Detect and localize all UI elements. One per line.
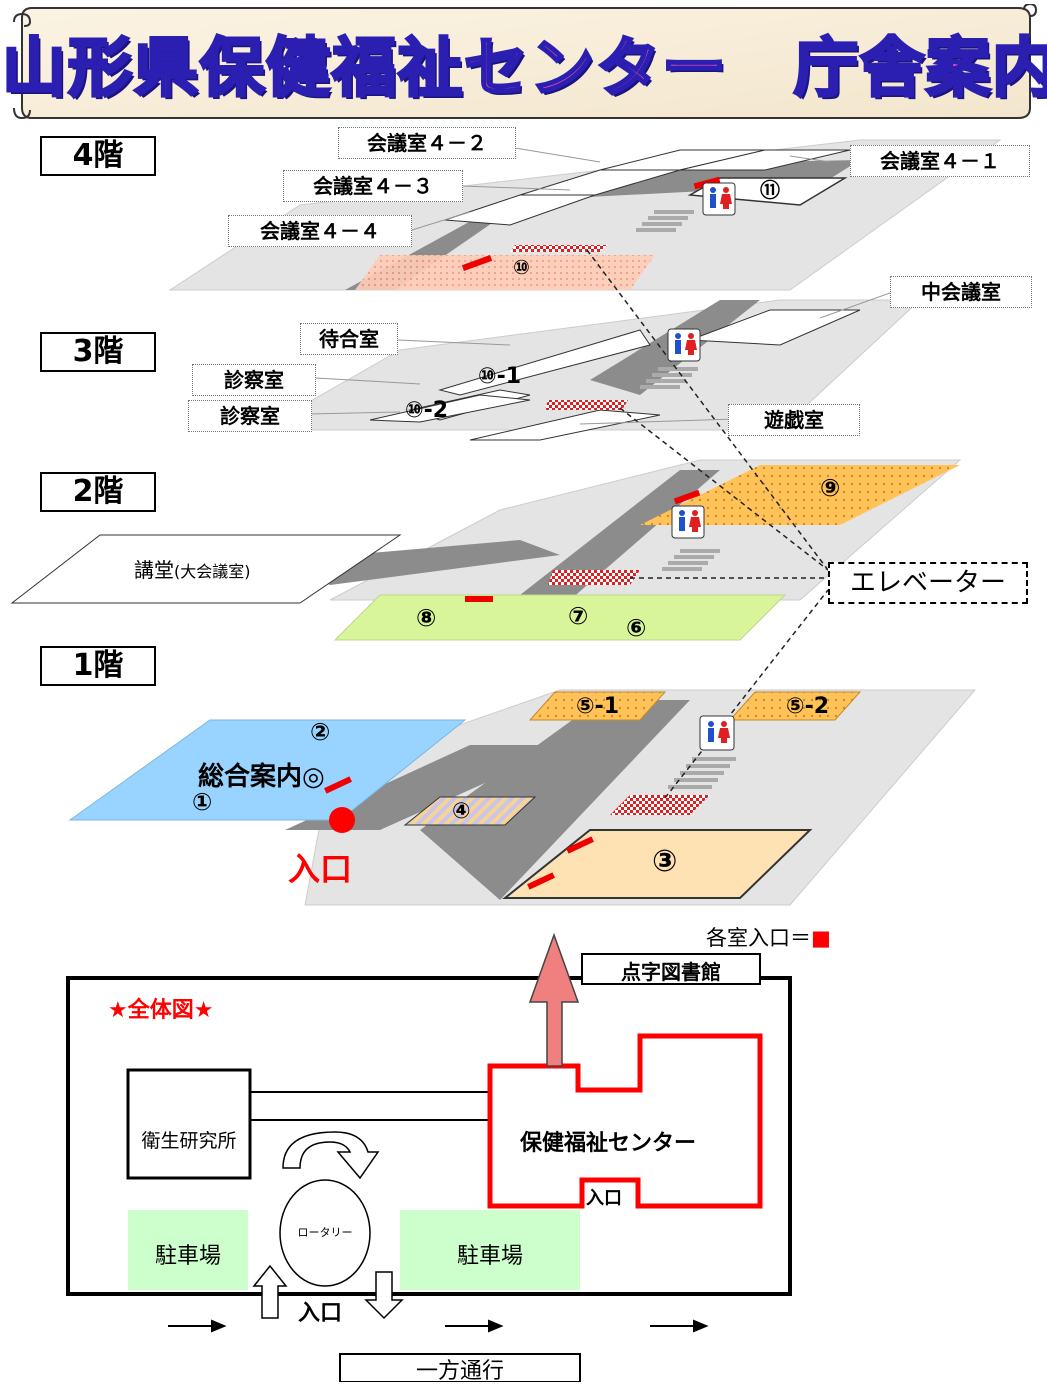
- elevator-connectors: [586, 249, 829, 799]
- room-number-10-2: ⑩-2: [405, 398, 449, 423]
- room-number-9: ⑨: [820, 474, 841, 502]
- room-label-shinsatsu-2: 診察室: [188, 400, 312, 432]
- restroom-icon-4f: [702, 182, 736, 216]
- room-number-10-1: ⑩-1: [478, 364, 522, 389]
- floor-4f-plan: [168, 139, 1002, 291]
- restroom-icon-1f: [699, 715, 735, 751]
- entrance-legend: 各室入口＝■: [706, 922, 831, 952]
- room-label-shinsatsu-1: 診察室: [192, 364, 316, 396]
- gate-entrance-label: 入口: [298, 1301, 343, 1326]
- room-label-kodo: 講堂(大会議室): [134, 554, 251, 583]
- room-number-8: ⑧: [416, 604, 437, 632]
- kodo-subtitle: (大会議室): [174, 562, 251, 581]
- rotary-label: ロータリー: [297, 1226, 353, 1239]
- room-label-sogo-annai: 総合案内◎: [198, 762, 325, 792]
- label-leaders: [309, 147, 891, 425]
- room-label-kaigi-4-2: 会議室４－２: [338, 127, 516, 159]
- floor-label-2f: 2階: [40, 472, 156, 512]
- room-label-yugi: 遊戯室: [728, 404, 860, 436]
- room-number-2: ②: [310, 718, 331, 746]
- room-label-naka-kaigi: 中会議室: [890, 276, 1032, 308]
- room-number-7: ⑦: [568, 602, 589, 630]
- room-number-10: ⑩: [513, 255, 530, 279]
- kodo-name: 講堂: [134, 558, 174, 582]
- room-number-11: ⑪: [760, 178, 780, 202]
- entrance-dot: [329, 807, 355, 833]
- tenji-library-label: 点字図書館: [621, 960, 721, 984]
- restroom-icon-3f: [667, 328, 701, 362]
- floor-label-1f: 1階: [40, 646, 156, 686]
- room-label-kaigi-4-3: 会議室４－３: [283, 170, 463, 202]
- floor-3f-plan: [258, 299, 922, 441]
- floor-2f-plan: [10, 459, 962, 641]
- legend-marker: ■: [811, 926, 831, 950]
- restroom-icon-2f: [671, 505, 705, 539]
- overview-title: ★全体図★: [108, 998, 214, 1023]
- room-number-3: ③: [652, 844, 678, 879]
- room-number-5-2: ⑤-2: [786, 694, 830, 719]
- parking-left-label: 駐車場: [154, 1244, 221, 1269]
- floor-label-3f: 3階: [40, 332, 156, 372]
- page-title: 山形県保健福祉センター 庁舎案内: [1, 31, 1047, 108]
- room-number-1: ①: [192, 788, 213, 816]
- room-number-5-1: ⑤-1: [576, 694, 620, 719]
- title-banner: [13, 4, 1038, 120]
- room-number-4: ④: [452, 799, 471, 824]
- room-label-kaigi-4-4: 会議室４－４: [228, 215, 412, 247]
- eisei-lab-label: 衛生研究所: [141, 1130, 237, 1152]
- floor-1f-plan: [68, 689, 977, 906]
- one-way-label: 一方通行: [415, 1359, 504, 1384]
- floor-label-4f: 4階: [40, 136, 156, 176]
- room-label-kaigi-4-1: 会議室４－１: [850, 145, 1030, 177]
- legend-text: 各室入口＝: [706, 926, 811, 950]
- parking-right-label: 駐車場: [456, 1244, 523, 1269]
- overview-map: [66, 932, 792, 1382]
- floor-map: [10, 139, 1002, 906]
- room-number-6: ⑥: [626, 614, 647, 642]
- elevator-label: エレベーター: [828, 562, 1028, 604]
- center-entrance-label: 入口: [586, 1188, 622, 1209]
- room-label-machiai: 待合室: [300, 323, 398, 355]
- entrance-label-1f: 入口: [288, 850, 353, 888]
- center-building-label: 保健福祉センター: [520, 1131, 697, 1156]
